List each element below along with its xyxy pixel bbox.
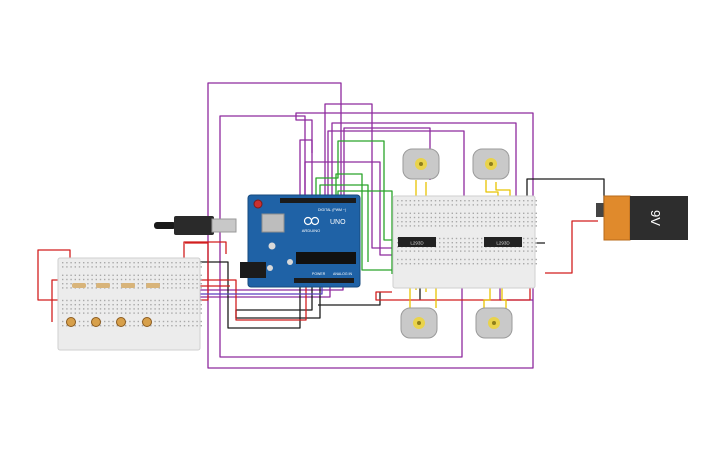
wire-purple xyxy=(299,139,313,200)
wire-purple xyxy=(324,103,398,249)
motor-driver-1: L293D xyxy=(398,237,436,247)
wire-black xyxy=(318,292,381,306)
analog-header-label: ANALOG IN xyxy=(333,272,353,276)
wire-red xyxy=(51,279,307,322)
arduino-uno-board: ARDUINO UNO DIGITAL (PWM ~) POWER ANALOG… xyxy=(154,194,361,288)
arduino-brand: ARDUINO xyxy=(302,228,320,233)
driver-label: L293D xyxy=(496,241,510,246)
resistor xyxy=(121,283,135,288)
resistor xyxy=(96,283,110,288)
wire-green xyxy=(315,140,398,241)
usb-plug-icon xyxy=(154,216,237,235)
battery-label: 9V xyxy=(648,210,663,226)
dc-motor-icon xyxy=(400,307,438,339)
power-header-label: POWER xyxy=(312,272,326,276)
reset-button[interactable] xyxy=(253,199,263,209)
photoresistor-icon xyxy=(91,317,101,327)
wire-red xyxy=(37,242,209,301)
wire-purple xyxy=(327,130,465,250)
left-breadboard xyxy=(57,257,202,351)
dc-motor-icon xyxy=(472,148,510,180)
driver-label: L293D xyxy=(410,241,424,246)
motor-driver-2: L293D xyxy=(484,237,522,247)
photoresistor-icon xyxy=(116,317,126,327)
photoresistor-icon xyxy=(142,317,152,327)
dc-motor-icon xyxy=(402,148,440,180)
wire-purple xyxy=(219,115,463,358)
photoresistor-icon xyxy=(66,317,76,327)
arduino-model: UNO xyxy=(330,219,346,226)
dc-motor-icon xyxy=(475,307,513,339)
wire-green xyxy=(319,184,369,262)
wire-black xyxy=(526,178,605,245)
wire-green xyxy=(335,173,400,271)
sensor-row xyxy=(66,283,160,327)
battery-9v: 9V xyxy=(596,195,688,241)
resistor xyxy=(72,283,86,288)
digital-header-label: DIGITAL (PWM ~) xyxy=(318,208,346,212)
resistor xyxy=(146,283,160,288)
wire-red xyxy=(183,241,227,268)
wire-red xyxy=(545,220,598,274)
arduino-logo-icon xyxy=(303,216,320,226)
